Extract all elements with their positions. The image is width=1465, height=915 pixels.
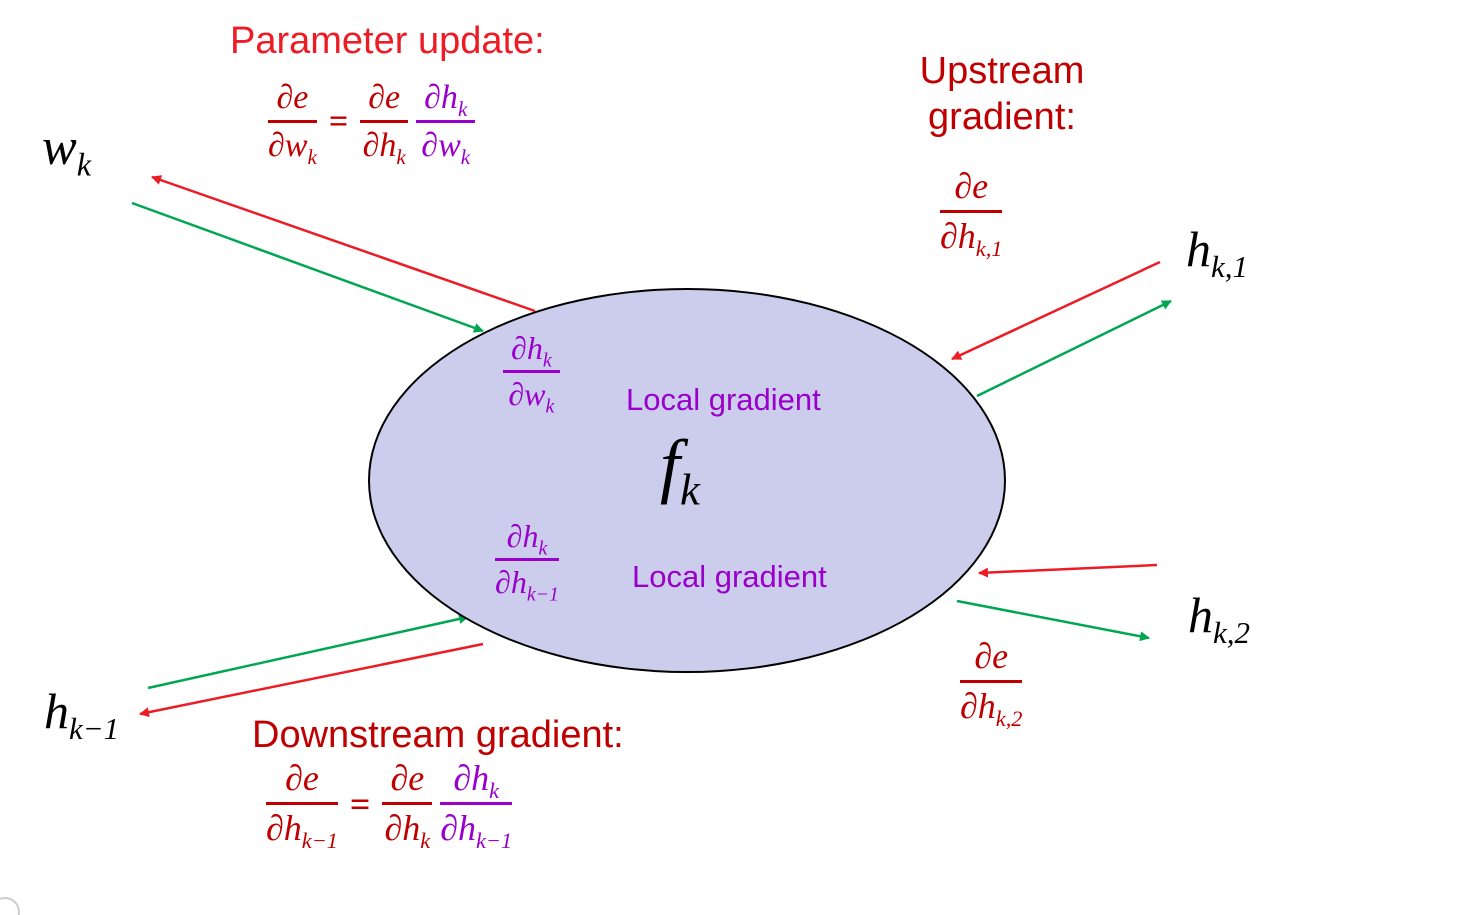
forward-arrow-wk [131,201,484,333]
parameter-update-equation: ∂e ∂wk = ∂e ∂hk ∂hk ∂wk [268,78,476,169]
forward-arrow-hk2 [956,599,1150,642]
hkm1-label: hk−1 [44,683,120,746]
hk2-label: hk,2 [1188,587,1251,650]
frac-de-dhkm1: ∂e ∂hk−1 [266,758,338,854]
upstream-gradient-title: Upstream gradient: [919,50,1085,139]
hk2-gradient-fraction: ∂e ∂hk,2 [960,636,1023,732]
backward-arrow-wk [151,175,536,313]
local-gradient-top-fraction: ∂hk ∂wk [503,330,560,416]
forward-arrow-hkm1 [147,614,469,690]
node-function-label: fk [660,425,700,515]
hk1-label: hk,1 [1186,221,1249,284]
equals-sign: = [328,102,349,140]
parameter-update-title: Parameter update: [230,20,545,62]
corner-artifact-icon [0,897,20,915]
forward-arrow-hk1 [976,299,1172,398]
downstream-gradient-equation: ∂e ∂hk−1 = ∂e ∂hk ∂hk ∂hk−1 [266,758,513,854]
frac-de-dhk: ∂e ∂hk [382,758,433,852]
upstream-arrow-hk1 [951,260,1161,361]
local-gradient-top-label: Local gradient [626,382,821,417]
local-gradient-bottom-label: Local gradient [632,559,827,594]
equals-sign: = [349,783,371,824]
frac-de-dhk: ∂e ∂hk [360,78,409,167]
downstream-arrow-hkm1 [139,642,484,718]
function-node-ellipse [368,288,1006,673]
frac-de-dwk: ∂e ∂wk [268,79,317,169]
upstream-gradient-fraction: ∂e ∂hk,1 [940,166,1003,262]
frac-dhk-dhkm1: ∂hk ∂hk−1 [440,758,513,854]
wk-label: wk [42,119,91,183]
local-gradient-bottom-fraction: ∂hk ∂hk−1 [495,518,559,606]
frac-dhk-dwk: ∂hk ∂wk [416,78,476,167]
downstream-gradient-title: Downstream gradient: [252,714,624,756]
upstream-arrow-hk2 [978,563,1158,578]
